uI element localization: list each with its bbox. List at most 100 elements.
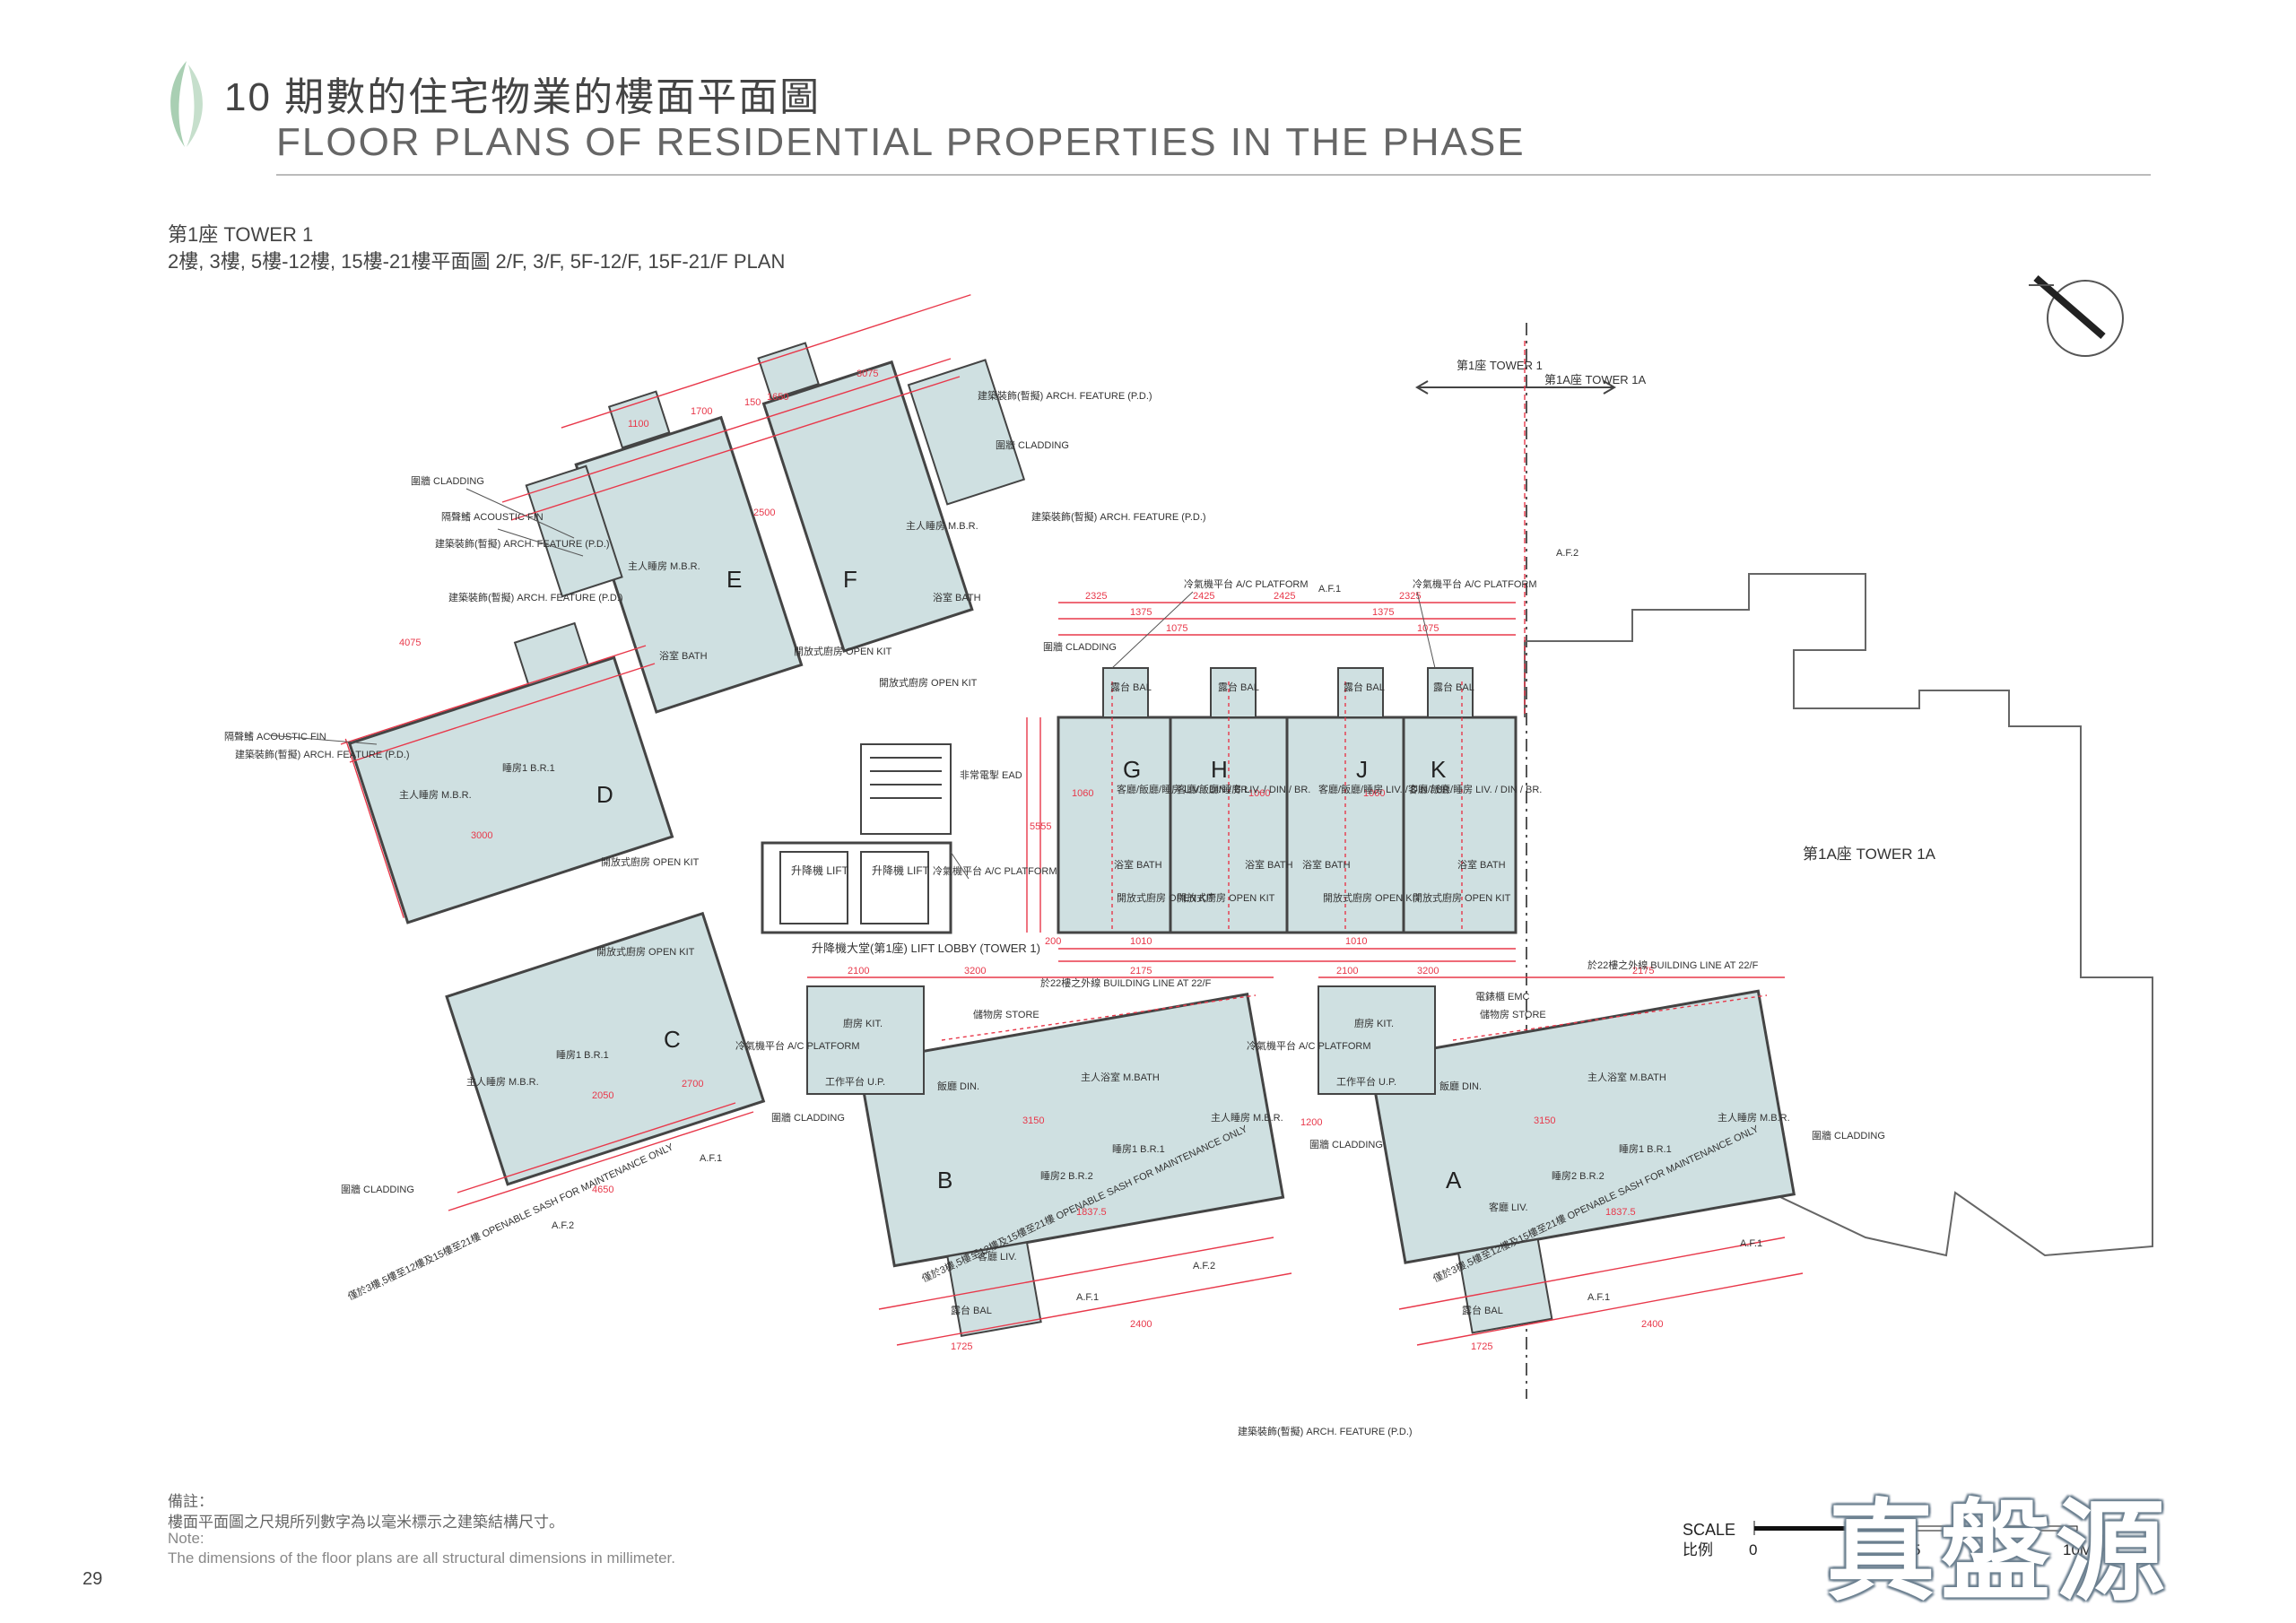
svg-text:5555: 5555 bbox=[1030, 821, 1051, 832]
emc-label: 電錶櫃 EMC bbox=[1475, 990, 1530, 1002]
cladding-4: 圍牆 CLADDING bbox=[341, 1183, 414, 1195]
room-mbath-b: 主人浴室 M.BATH bbox=[1081, 1071, 1160, 1083]
tower1-divider-label: 第1座 TOWER 1 bbox=[1457, 359, 1543, 372]
svg-text:2400: 2400 bbox=[1130, 1319, 1152, 1330]
room-kit-f: 開放式廚房 OPEN KIT bbox=[879, 676, 978, 689]
note-en-head: Note: bbox=[168, 1530, 204, 1547]
svg-text:3150: 3150 bbox=[1022, 1115, 1044, 1126]
room-din-a: 飯廳 DIN. bbox=[1439, 1080, 1482, 1092]
svg-text:3200: 3200 bbox=[1417, 966, 1439, 976]
svg-text:4075: 4075 bbox=[399, 638, 421, 648]
room-br1-a: 睡房1 B.R.1 bbox=[1619, 1143, 1672, 1155]
ac-platform-ghjk: 冷氣機平台 A/C PLATFORM bbox=[1184, 577, 1309, 590]
note-cn-body: 樓面平面圖之尺規所列數字為以毫米標示之建築結構尺寸。 bbox=[168, 1514, 564, 1531]
building-line-b: 於22樓之外線 BUILDING LINE AT 22/F bbox=[1040, 976, 1212, 989]
flat-letter-c: C bbox=[664, 1026, 681, 1053]
arch-feature-1: 建築裝飾(暫擬) ARCH. FEATURE (P.D.) bbox=[435, 537, 610, 550]
tower1a-outline bbox=[1524, 573, 2153, 1257]
arch-feature-6: 建築裝飾(暫擬) ARCH. FEATURE (P.D.) bbox=[978, 389, 1152, 402]
room-liv-b: 客廳 LIV. bbox=[978, 1250, 1017, 1263]
af2-label-c: A.F.2 bbox=[552, 1220, 574, 1231]
room-up-a: 工作平台 U.P. bbox=[1336, 1075, 1396, 1088]
svg-text:4650: 4650 bbox=[592, 1185, 613, 1195]
flat-letter-j: J bbox=[1356, 756, 1368, 783]
af2-label-top: A.F.2 bbox=[1556, 548, 1578, 559]
svg-text:1700: 1700 bbox=[691, 406, 712, 417]
room-bath-h: 浴室 BATH bbox=[1245, 858, 1293, 871]
svg-text:1075: 1075 bbox=[1166, 623, 1187, 634]
building-line-a: 於22樓之外線 BUILDING LINE AT 22/F bbox=[1587, 959, 1759, 971]
lift-core bbox=[761, 841, 952, 934]
room-mbr-c: 主人睡房 M.B.R. bbox=[466, 1076, 539, 1088]
room-liv-g: 客廳/飯廳/睡房 LIV. / DIN / BR. bbox=[1117, 783, 1250, 795]
svg-text:3200: 3200 bbox=[964, 966, 986, 976]
flat-b bbox=[857, 992, 1285, 1268]
tower1a-divider-label: 第1A座 TOWER 1A bbox=[1544, 373, 1647, 386]
room-mbath-a: 主人浴室 M.BATH bbox=[1587, 1071, 1666, 1083]
ac-platform-core: 冷氣機平台 A/C PLATFORM bbox=[933, 864, 1057, 877]
room-din-b: 飯廳 DIN. bbox=[937, 1080, 979, 1092]
svg-text:2425: 2425 bbox=[1193, 591, 1214, 602]
room-bath-e: 浴室 BATH bbox=[659, 649, 708, 662]
room-br1-d: 睡房1 B.R.1 bbox=[502, 762, 555, 774]
flat-letter-a: A bbox=[1446, 1167, 1462, 1193]
room-kit-g: 開放式廚房 OPEN KIT bbox=[1117, 891, 1215, 904]
svg-text:2175: 2175 bbox=[1632, 966, 1654, 976]
room-up-b: 工作平台 U.P. bbox=[825, 1075, 885, 1088]
page-title-chinese: 10 期數的住宅物業的樓面平面圖 bbox=[224, 75, 822, 119]
room-liv-k: 客廳/飯廳/睡房 LIV. / DIN / BR. bbox=[1408, 783, 1542, 795]
flat-letter-k: K bbox=[1431, 756, 1447, 783]
flat-c bbox=[445, 911, 766, 1186]
header-rule bbox=[276, 174, 2151, 176]
flat-letter-e: E bbox=[726, 566, 742, 593]
svg-text:1837.5: 1837.5 bbox=[1605, 1207, 1636, 1218]
room-kit-e: 開放式廚房 OPEN KIT bbox=[794, 645, 892, 657]
room-mbr-e: 主人睡房 M.B.R. bbox=[628, 560, 700, 572]
arch-feature-2: 建築裝飾(暫擬) ARCH. FEATURE (P.D.) bbox=[448, 591, 623, 603]
flat-letters: E F D C G H J K B A bbox=[596, 566, 1462, 1193]
svg-text:1100: 1100 bbox=[628, 419, 649, 430]
room-kit-k: 開放式廚房 OPEN KIT bbox=[1413, 891, 1511, 904]
room-kit-d: 開放式廚房 OPEN KIT bbox=[601, 855, 700, 868]
lift-1-label: 升降機 LIFT bbox=[791, 864, 849, 877]
svg-text:1725: 1725 bbox=[1471, 1341, 1492, 1352]
tower1a-label: 第1A座 TOWER 1A bbox=[1803, 846, 1936, 863]
flat-letter-h: H bbox=[1211, 756, 1228, 783]
svg-text:2175: 2175 bbox=[1130, 966, 1152, 976]
scale-tick-5: 5 bbox=[1912, 1541, 1920, 1558]
room-kit-c: 開放式廚房 OPEN KIT bbox=[596, 945, 695, 958]
flat-a bbox=[1368, 989, 1796, 1264]
north-arrow-icon bbox=[2029, 274, 2124, 357]
room-bath-f: 浴室 BATH bbox=[933, 591, 981, 603]
scale-label: SCALE bbox=[1683, 1521, 1735, 1539]
svg-text:3150: 3150 bbox=[1534, 1115, 1555, 1126]
flat-letter-g: G bbox=[1123, 756, 1141, 783]
room-bal-j: 露台 BAL bbox=[1344, 681, 1385, 693]
svg-text:3075: 3075 bbox=[857, 369, 878, 379]
room-bath-g: 浴室 BATH bbox=[1114, 858, 1162, 871]
room-bal-b: 露台 BAL bbox=[951, 1304, 992, 1316]
af1-label-b: A.F.1 bbox=[1076, 1292, 1099, 1303]
room-br2-b: 睡房2 B.R.2 bbox=[1040, 1170, 1093, 1182]
room-store-b: 儲物房 STORE bbox=[973, 1008, 1039, 1020]
af1-label-c: A.F.1 bbox=[700, 1153, 722, 1164]
room-liv-h: 客廳/飯廳/睡房 LIV. / DIN / BR. bbox=[1177, 783, 1310, 795]
svg-text:1837.5: 1837.5 bbox=[1076, 1207, 1107, 1218]
page-number: 29 bbox=[83, 1569, 103, 1589]
room-bal-k: 露台 BAL bbox=[1433, 681, 1474, 693]
svg-text:2400: 2400 bbox=[1641, 1319, 1663, 1330]
arch-feature-3: 建築裝飾(暫擬) ARCH. FEATURE (P.D.) bbox=[235, 748, 410, 760]
svg-text:2100: 2100 bbox=[1336, 966, 1358, 976]
cladding-3: 圍牆 CLADDING bbox=[1043, 640, 1117, 653]
room-bal-h: 露台 BAL bbox=[1218, 681, 1259, 693]
room-kit-b: 廚房 KIT. bbox=[843, 1017, 883, 1029]
room-br2-a: 睡房2 B.R.2 bbox=[1552, 1170, 1605, 1182]
svg-text:2425: 2425 bbox=[1274, 591, 1295, 602]
ac-platform-b: 冷氣機平台 A/C PLATFORM bbox=[735, 1039, 860, 1052]
room-mbr-b: 主人睡房 M.B.R. bbox=[1211, 1112, 1283, 1124]
ead-label: 非常電掣 EAD bbox=[960, 768, 1022, 781]
svg-text:1200: 1200 bbox=[1300, 1117, 1322, 1128]
flat-e bbox=[574, 415, 804, 714]
dimension-lines bbox=[340, 294, 1804, 1346]
scale-tick-10: 10M(米) bbox=[2063, 1541, 2118, 1558]
